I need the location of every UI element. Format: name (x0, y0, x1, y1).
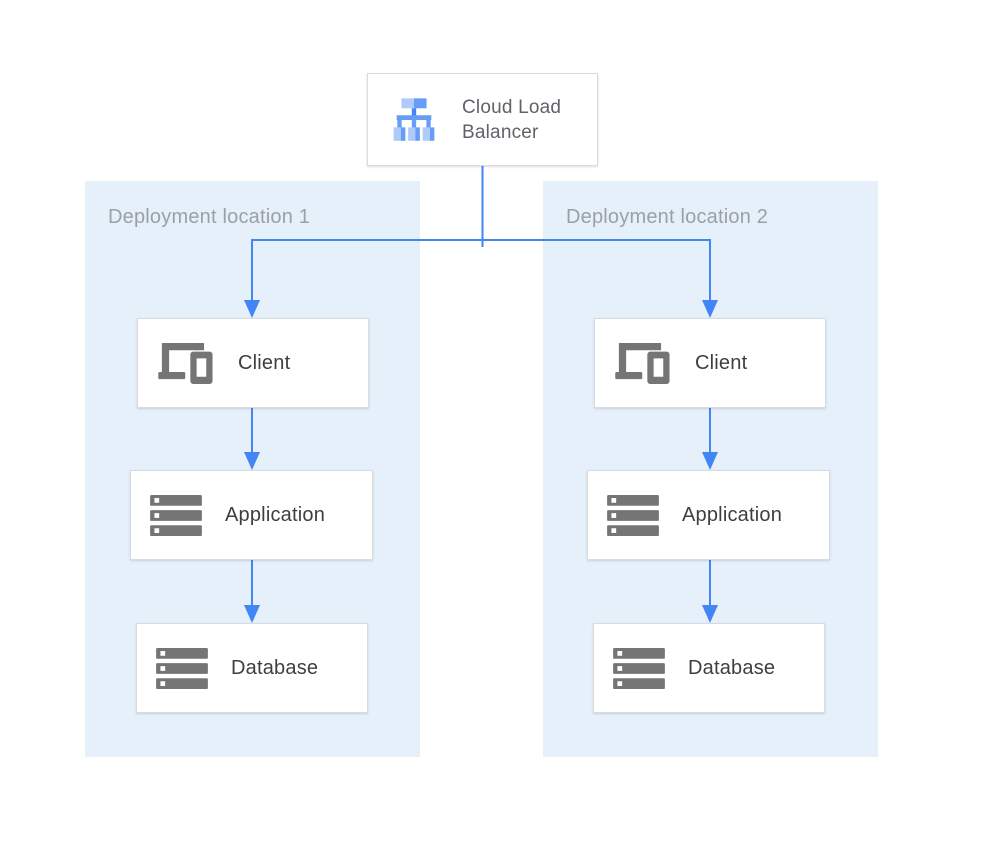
node-label: Application (225, 503, 326, 526)
storage-icon (156, 647, 208, 689)
node-label: Client (695, 351, 748, 374)
node-application-1: Application (130, 470, 373, 560)
node-label: Database (231, 656, 319, 679)
region-label: Deployment location 1 (108, 206, 311, 228)
node-label: Application (682, 503, 783, 526)
node-application-2: Application (587, 470, 830, 560)
storage-icon (613, 647, 665, 689)
storage-icon (150, 494, 202, 536)
devices-icon (157, 342, 215, 384)
node-client-2: Client (594, 318, 826, 408)
devices-icon (614, 342, 672, 384)
node-database-2: Database (593, 623, 825, 713)
node-label: Database (688, 656, 776, 679)
cloud-load-balancer-icon (388, 94, 440, 146)
region-label: Deployment location 2 (566, 206, 769, 228)
node-label: Client (238, 351, 291, 374)
storage-icon (607, 494, 659, 536)
node-label: Cloud Load Balancer (462, 96, 562, 143)
node-database-1: Database (136, 623, 368, 713)
node-client-1: Client (137, 318, 369, 408)
node-cloud-load-balancer: Cloud Load Balancer (367, 73, 598, 166)
